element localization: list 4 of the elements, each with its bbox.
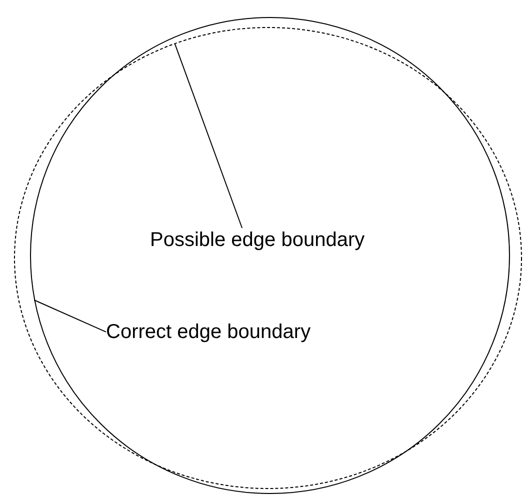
leader-line [174, 44, 243, 228]
leader-line [34, 300, 106, 332]
callout-text: Correct edge boundary [106, 320, 311, 344]
callout-text: Possible edge boundary [150, 228, 365, 252]
